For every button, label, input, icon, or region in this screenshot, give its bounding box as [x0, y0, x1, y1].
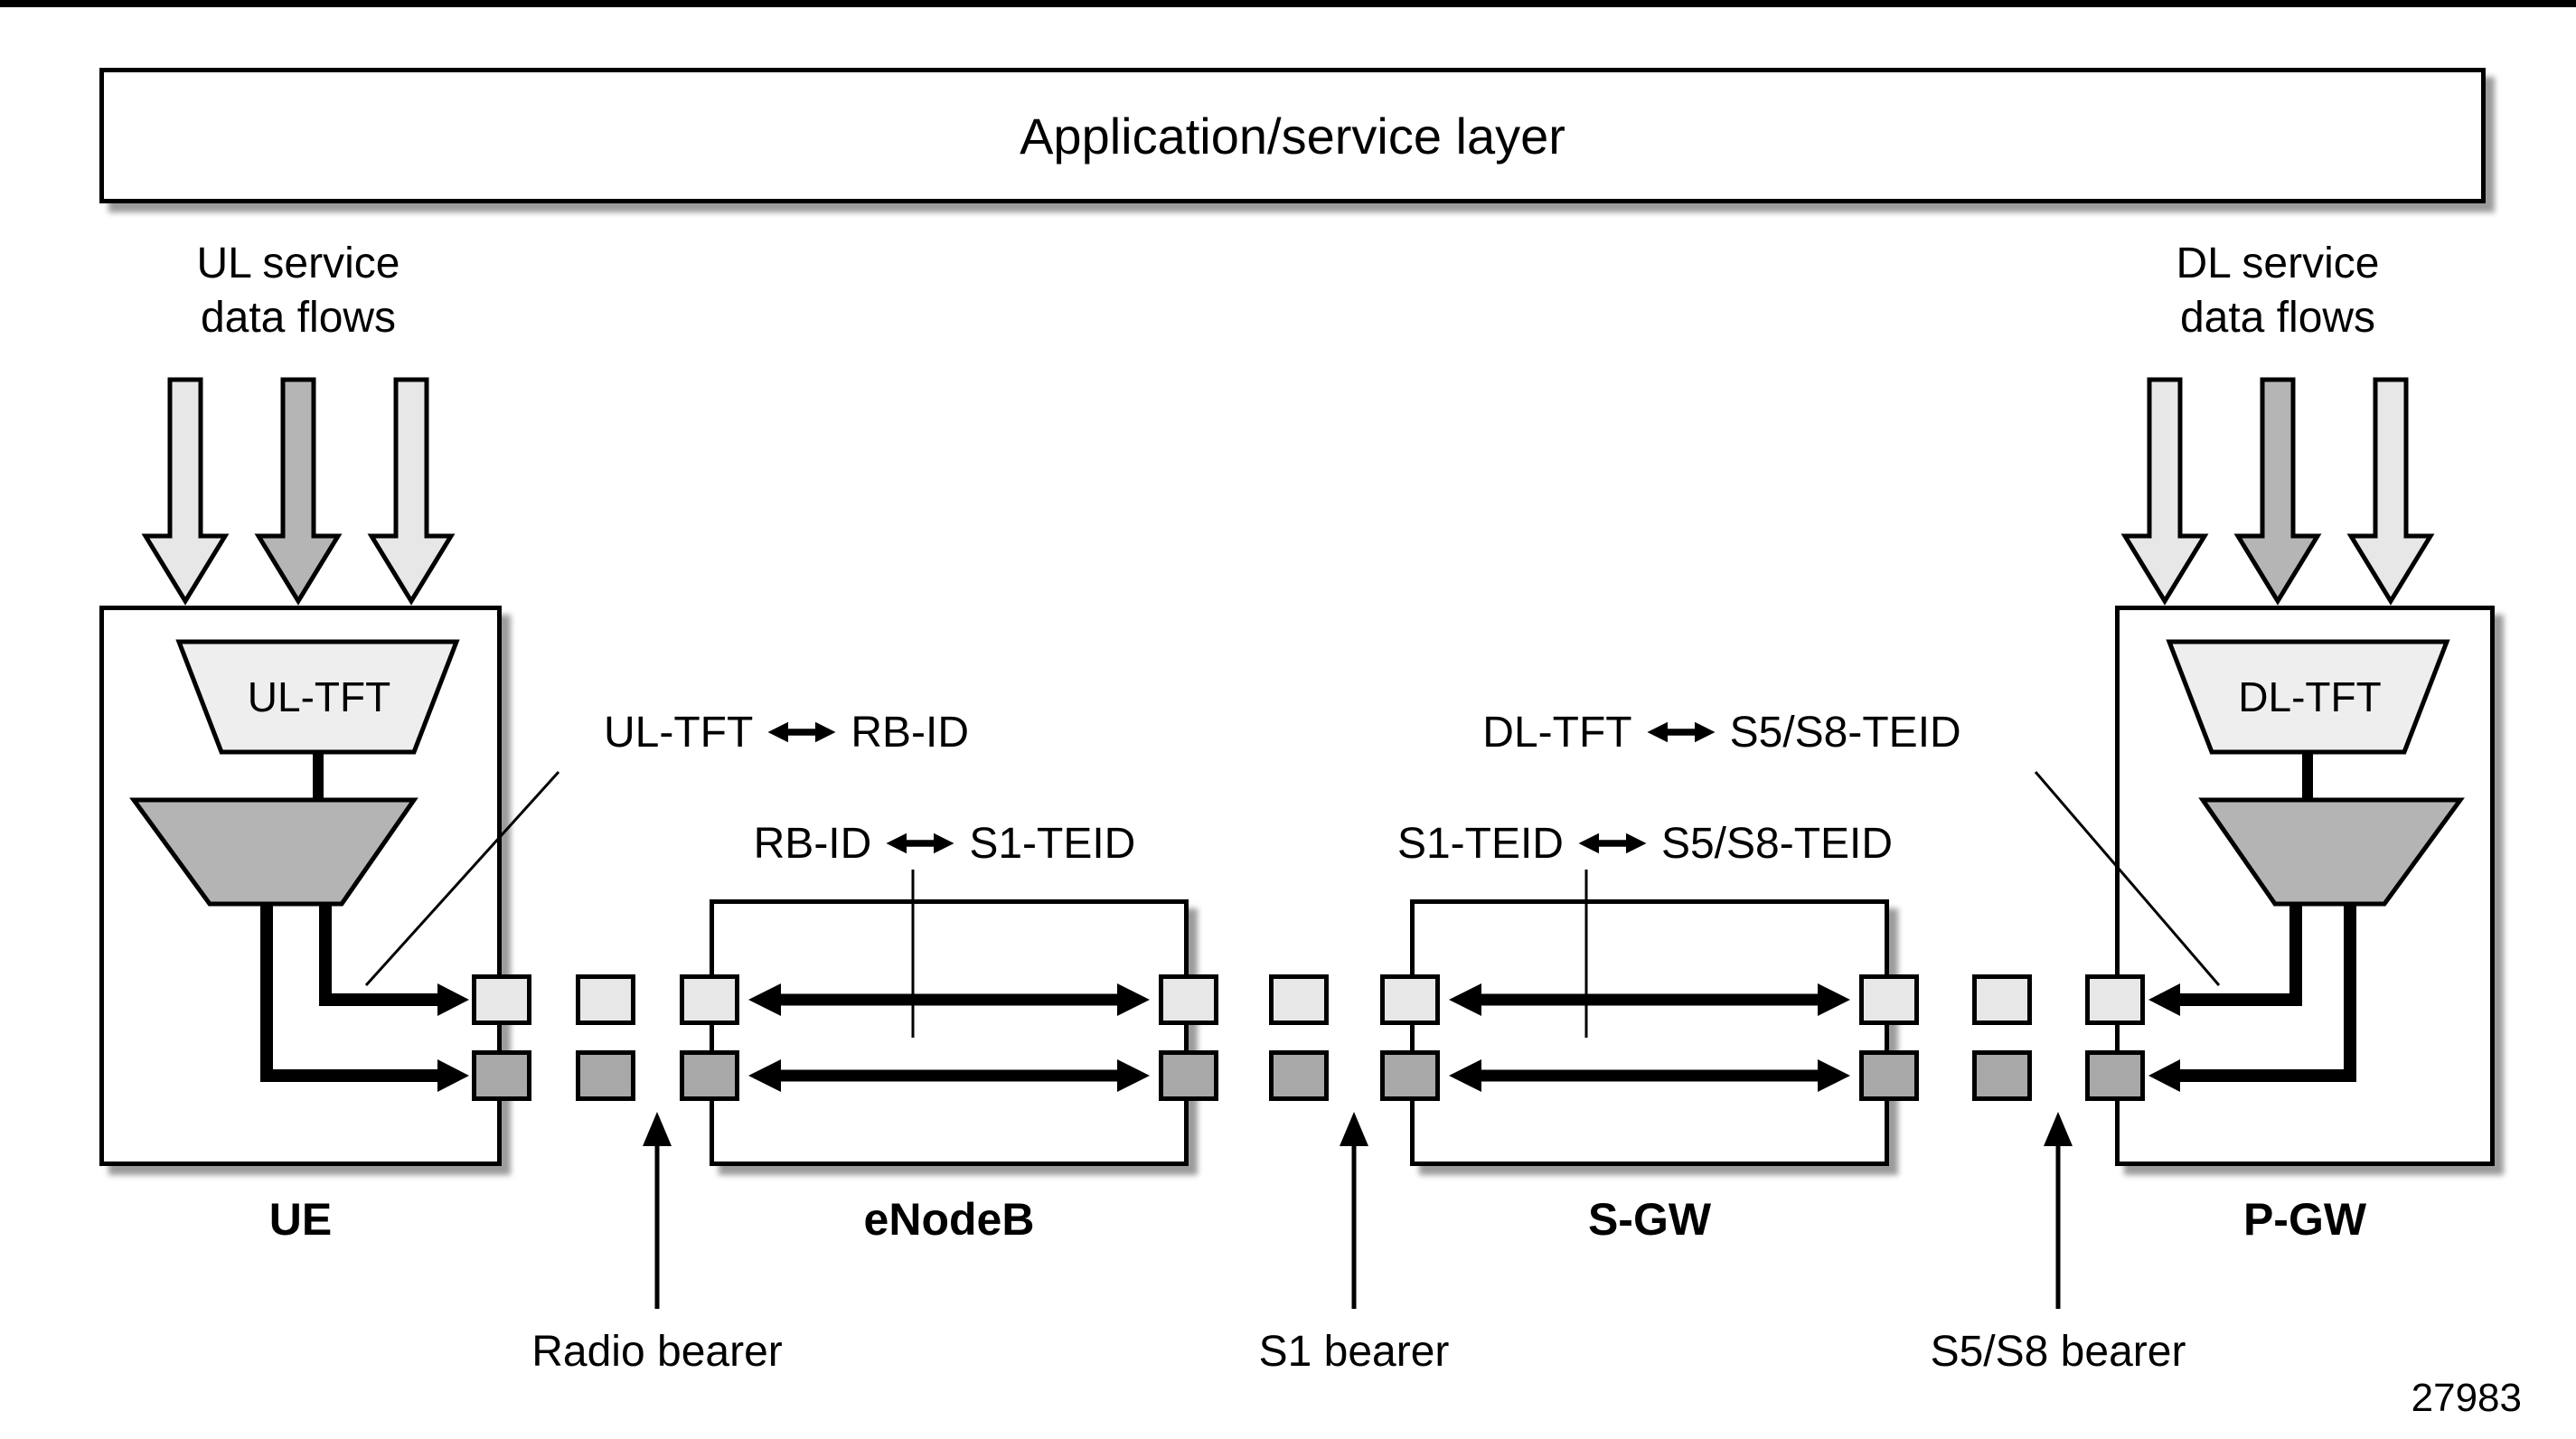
bearer-endpoint-square: [2085, 1050, 2145, 1101]
application-service-layer-label: Application/service layer: [1020, 107, 1565, 165]
bearer-endpoint-square: [1972, 974, 2032, 1025]
dl-flow-arrows: [2120, 377, 2435, 606]
mapping-right: RB-ID: [851, 708, 969, 757]
mapping-right: S5/S8-TEID: [1729, 708, 1961, 757]
mapping-left: S1-TEID: [1396, 819, 1564, 868]
bearer-endpoint-square: [576, 1050, 635, 1101]
down-arrow-icon: [367, 377, 456, 606]
double-arrow-icon: [1647, 721, 1716, 743]
mapping-label-ul-tft-rb-id: UL-TFT RB-ID: [506, 707, 1067, 757]
bearer-endpoint-square: [472, 1050, 531, 1101]
bearer-endpoint-square: [576, 974, 635, 1025]
mapping-left: RB-ID: [753, 819, 872, 868]
bearer-endpoint-square: [680, 1050, 739, 1101]
flow-label-line: data flows: [2179, 294, 2376, 342]
s1-bearer-label: S1 bearer: [1258, 1328, 1450, 1376]
mapping-label-rb-id-s1-teid: RB-ID S1-TEID: [710, 818, 1180, 869]
double-arrow-icon: [767, 721, 836, 743]
s5s8-bearer-arrowhead: [2044, 1112, 2073, 1146]
mapping-left: UL-TFT: [604, 708, 754, 757]
flow-label-line: DL service: [2176, 240, 2380, 287]
double-arrow-icon: [1578, 832, 1647, 854]
down-arrow-icon: [254, 377, 343, 606]
dl-service-flows-label: DL service data flows: [2074, 237, 2481, 345]
application-service-layer-box: Application/service layer: [99, 68, 2486, 203]
double-arrow-icon: [886, 832, 954, 854]
bearer-endpoint-square: [680, 974, 739, 1025]
dl-tft-label: DL-TFT: [2238, 673, 2382, 720]
bearer-endpoint-square: [1380, 1050, 1440, 1101]
bearer-endpoint-square: [1859, 974, 1919, 1025]
ue-label: UE: [268, 1194, 333, 1245]
bearer-endpoint-square: [1159, 1050, 1218, 1101]
enodeb-box: [710, 899, 1189, 1166]
bearer-endpoint-square: [1269, 974, 1329, 1025]
mapping-left: DL-TFT: [1482, 708, 1632, 757]
top-rule: [0, 0, 2576, 7]
bearer-endpoint-square: [1269, 1050, 1329, 1101]
down-arrow-icon: [2346, 377, 2435, 606]
ul-tft-label: UL-TFT: [247, 673, 391, 720]
down-arrow-icon: [2233, 377, 2322, 606]
flow-label-line: UL service: [196, 240, 400, 287]
flow-label-line: data flows: [200, 294, 397, 342]
bearer-endpoint-square: [2085, 974, 2145, 1025]
bearer-endpoint-square: [1972, 1050, 2032, 1101]
mapping-label-s1-teid-s5s8-teid: S1-TEID S5/S8-TEID: [1347, 818, 1943, 869]
bearer-endpoint-square: [1159, 974, 1218, 1025]
radio-bearer-arrowhead: [643, 1112, 672, 1146]
sgw-label: S-GW: [1587, 1194, 1712, 1245]
ul-flow-arrows: [141, 377, 456, 606]
sgw-box: [1410, 899, 1889, 1166]
bearer-endpoint-square: [1859, 1050, 1919, 1101]
bearer-endpoint-square: [472, 974, 531, 1025]
mapping-right: S5/S8-TEID: [1660, 819, 1894, 868]
down-arrow-icon: [141, 377, 230, 606]
enodeb-label: eNodeB: [863, 1194, 1035, 1245]
ul-service-flows-label: UL service data flows: [95, 237, 502, 345]
s1-bearer-arrowhead: [1340, 1112, 1368, 1146]
s5s8-bearer-label: S5/S8 bearer: [1930, 1328, 2186, 1376]
mapping-label-dl-tft-s5s8-teid: DL-TFT S5/S8-TEID: [1433, 707, 2011, 757]
mapping-right: S1-TEID: [969, 819, 1136, 868]
down-arrow-icon: [2120, 377, 2209, 606]
radio-bearer-label: Radio bearer: [531, 1328, 783, 1376]
bearer-endpoint-square: [1380, 974, 1440, 1025]
figure-number: 27983: [2411, 1376, 2522, 1420]
pgw-label: P-GW: [2242, 1194, 2367, 1245]
